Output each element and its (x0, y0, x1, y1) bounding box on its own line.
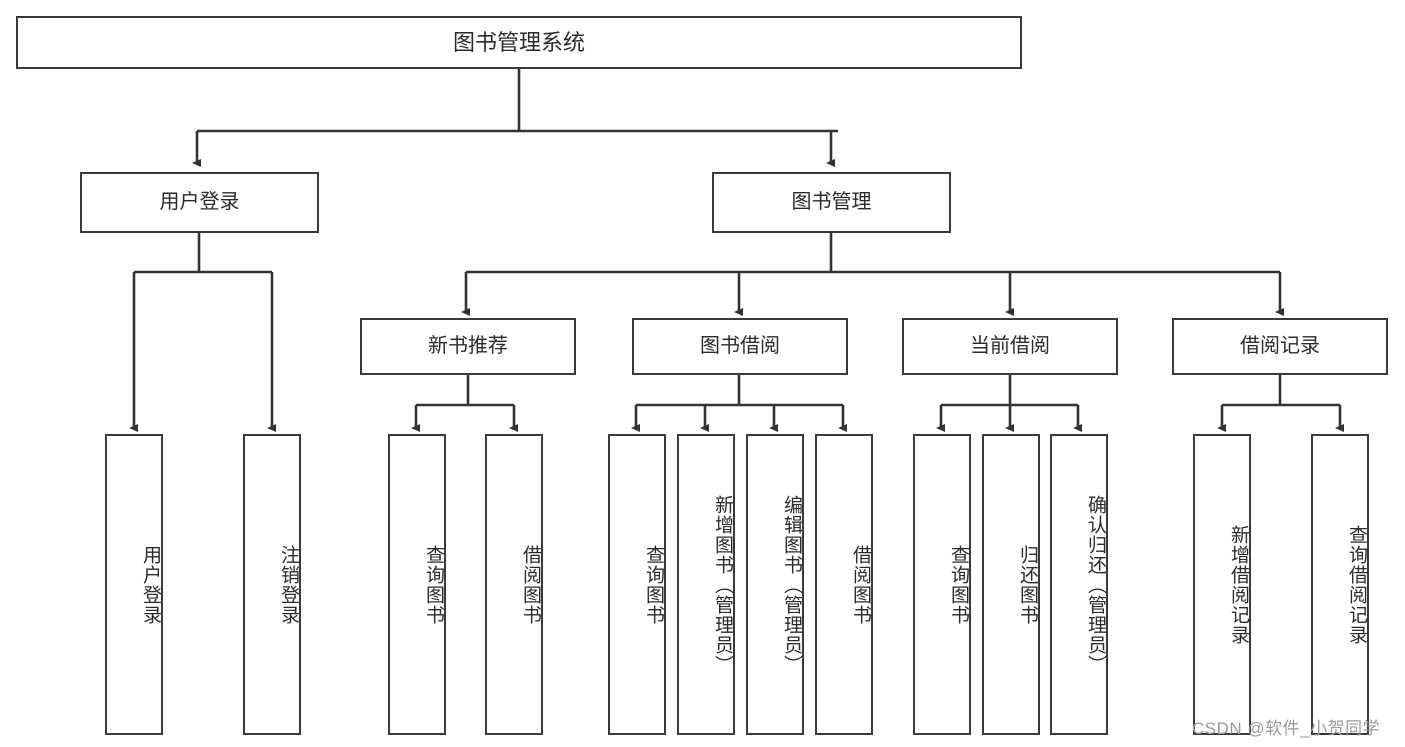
node-label: 确认归还（管理员） (1085, 494, 1106, 675)
node-label: 注销登录 (278, 544, 299, 625)
leaf-query-book-recommend[interactable]: 查询图书 (388, 434, 446, 735)
leaf-borrow-book[interactable]: 借阅图书 (815, 434, 873, 735)
node-label: 查询图书 (948, 544, 969, 625)
watermark: CSDN @软件_小贺同学 (1192, 719, 1381, 738)
leaf-confirm-return-admin[interactable]: 确认归还（管理员） (1050, 434, 1108, 735)
leaf-user-login[interactable]: 用户登录 (105, 434, 163, 735)
node-current-borrow[interactable]: 当前借阅 (902, 318, 1118, 375)
leaf-add-book-admin[interactable]: 新增图书（管理员） (677, 434, 735, 735)
node-label: 图书管理系统 (452, 29, 585, 55)
node-book-borrow[interactable]: 图书借阅 (632, 318, 848, 375)
node-label: 图书借阅 (700, 334, 780, 357)
leaf-query-book-borrow[interactable]: 查询图书 (608, 434, 666, 735)
node-label: 图书管理 (791, 190, 872, 213)
leaf-query-borrow-record[interactable]: 查询借阅记录 (1311, 434, 1369, 735)
node-label: 归还图书 (1017, 544, 1038, 625)
node-label: 新书推荐 (428, 334, 508, 357)
node-root-system[interactable]: 图书管理系统 (16, 16, 1022, 69)
node-label: 借阅图书 (850, 544, 871, 625)
leaf-return-book[interactable]: 归还图书 (982, 434, 1040, 735)
node-user-login[interactable]: 用户登录 (80, 172, 319, 233)
node-label: 查询借阅记录 (1346, 524, 1367, 645)
node-label: 用户登录 (140, 544, 161, 625)
node-new-book-recommend[interactable]: 新书推荐 (360, 318, 576, 375)
node-label: 当前借阅 (970, 334, 1050, 357)
leaf-logout[interactable]: 注销登录 (243, 434, 301, 735)
node-label: 编辑图书（管理员） (781, 494, 802, 675)
node-label: 查询图书 (423, 544, 444, 625)
leaf-borrow-book-recommend[interactable]: 借阅图书 (485, 434, 543, 735)
node-label: 借阅图书 (520, 544, 541, 625)
node-label: 新增借阅记录 (1228, 524, 1249, 645)
node-book-management[interactable]: 图书管理 (712, 172, 951, 233)
leaf-add-borrow-record[interactable]: 新增借阅记录 (1193, 434, 1251, 735)
node-label: 借阅记录 (1240, 334, 1320, 357)
node-label: 查询图书 (643, 544, 664, 625)
leaf-edit-book-admin[interactable]: 编辑图书（管理员） (746, 434, 804, 735)
node-borrow-record[interactable]: 借阅记录 (1172, 318, 1388, 375)
node-label: 新增图书（管理员） (712, 494, 733, 675)
leaf-query-book-current[interactable]: 查询图书 (913, 434, 971, 735)
node-label: 用户登录 (159, 190, 240, 213)
